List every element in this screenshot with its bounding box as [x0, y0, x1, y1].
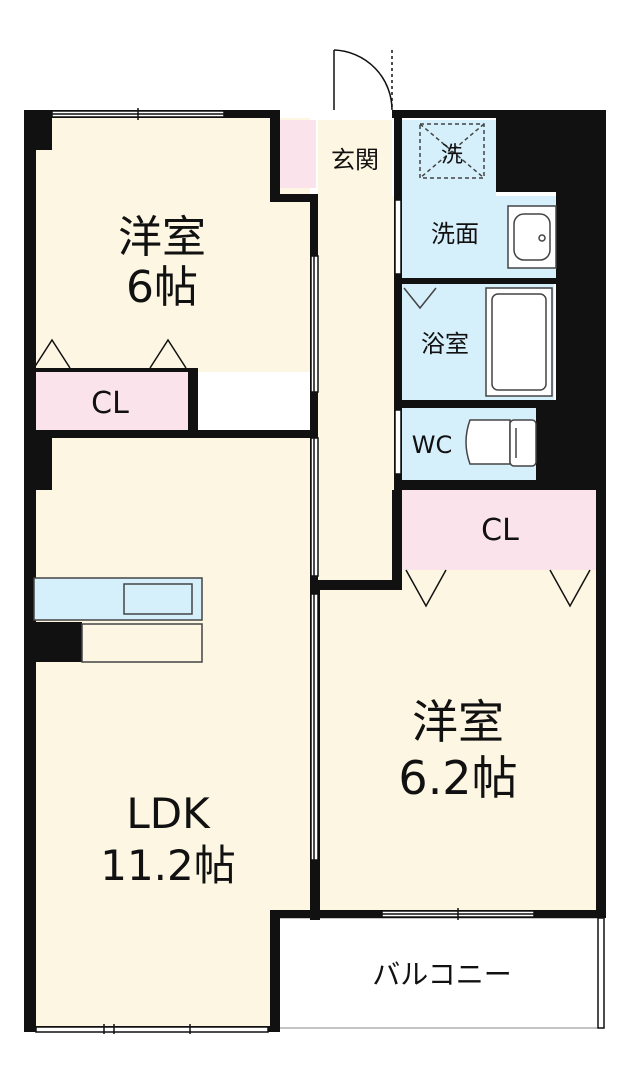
wash-basin [507, 205, 557, 269]
western-room-2-size: 6.2帖 [398, 751, 517, 805]
closet-2-label: CL [481, 513, 519, 548]
hallway-floor [318, 196, 394, 582]
laundry-floor [402, 120, 496, 196]
ldk-floor [34, 438, 310, 1026]
fixtures [403, 123, 557, 467]
windows [35, 108, 605, 1034]
ldk-name: LDK [126, 789, 211, 838]
labels: 洋室 6帖 CL 玄関 洗 洗面 浴室 WC CL 洋室 6.2帖 LDK 11… [91, 143, 519, 991]
closet-2-floor [402, 490, 598, 570]
toilet-label: WC [412, 431, 453, 459]
kitchen [33, 577, 203, 663]
wall-left [24, 110, 36, 1032]
bathtub [485, 287, 553, 397]
window-ldk-bottom [35, 1026, 269, 1033]
balcony-floor [277, 917, 605, 1029]
walls [24, 110, 606, 1032]
kitchen-sink [123, 583, 193, 615]
closet-door-markers [33, 338, 591, 608]
western-room-1-floor [34, 118, 310, 372]
toilet-fixture [465, 419, 537, 467]
closet-1-floor [34, 372, 188, 430]
window-balcony-right [597, 917, 605, 1029]
sliding-doors [310, 199, 402, 861]
entrance-step [318, 120, 392, 196]
balcony-label: バルコニー [372, 958, 511, 991]
floors [34, 118, 605, 1029]
entrance-door [333, 49, 393, 111]
ldk-size: 11.2帖 [100, 841, 236, 890]
wall-right [596, 110, 606, 918]
closet-1-label: CL [91, 386, 129, 421]
western-room-2-name: 洋室 [412, 695, 504, 749]
kitchen-bar [81, 623, 203, 663]
entrance-floor [278, 120, 316, 188]
kitchen-counter [33, 577, 203, 621]
bathroom-label: 浴室 [421, 330, 469, 358]
western-room-1-name: 洋室 [118, 212, 206, 263]
washer-pan [419, 123, 485, 179]
western-room-1-size: 6帖 [126, 262, 198, 313]
washroom-label: 洗面 [431, 220, 479, 248]
western-room-2-floor [320, 570, 598, 912]
washer-label: 洗 [441, 143, 463, 168]
entrance-label: 玄関 [331, 146, 379, 174]
